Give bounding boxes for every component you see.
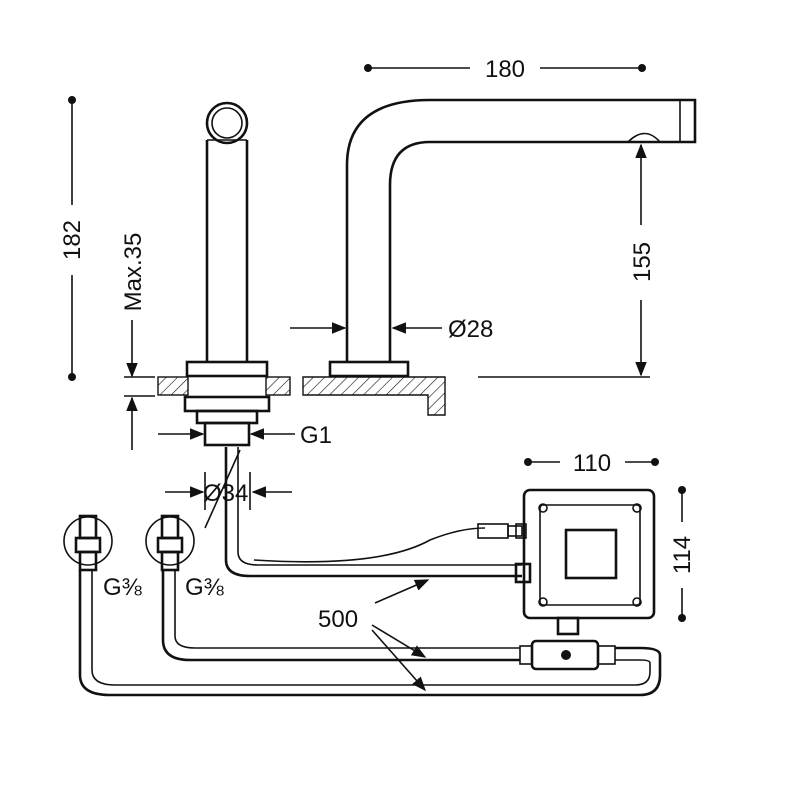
countertop <box>157 376 446 416</box>
angle-valve-right <box>145 514 195 572</box>
dimension-label-500: 500 <box>318 606 358 633</box>
hoses <box>78 447 662 697</box>
control-body <box>185 101 269 378</box>
dimension-label-diameter-34: Ø34 <box>203 480 248 507</box>
solenoid-valve <box>519 639 616 671</box>
angle-valve-left <box>63 514 113 572</box>
dimension-label-182: 182 <box>59 220 86 260</box>
spout <box>328 98 697 378</box>
dimension-label-180: 180 <box>485 56 525 83</box>
dimension-label-max-35: Max.35 <box>120 233 147 312</box>
dimension-lines <box>68 64 686 692</box>
dimension-label-diameter-28: Ø28 <box>448 316 493 343</box>
dimension-label-114: 114 <box>669 536 696 574</box>
dimension-label-g1: G1 <box>300 422 332 449</box>
control-box <box>514 488 656 636</box>
connection-label-right: G⅜ <box>185 574 225 601</box>
mounting-shank <box>183 395 271 447</box>
connection-label-left: G⅜ <box>103 574 143 601</box>
dimension-label-155: 155 <box>629 242 656 282</box>
dimension-label-110: 110 <box>573 450 611 477</box>
